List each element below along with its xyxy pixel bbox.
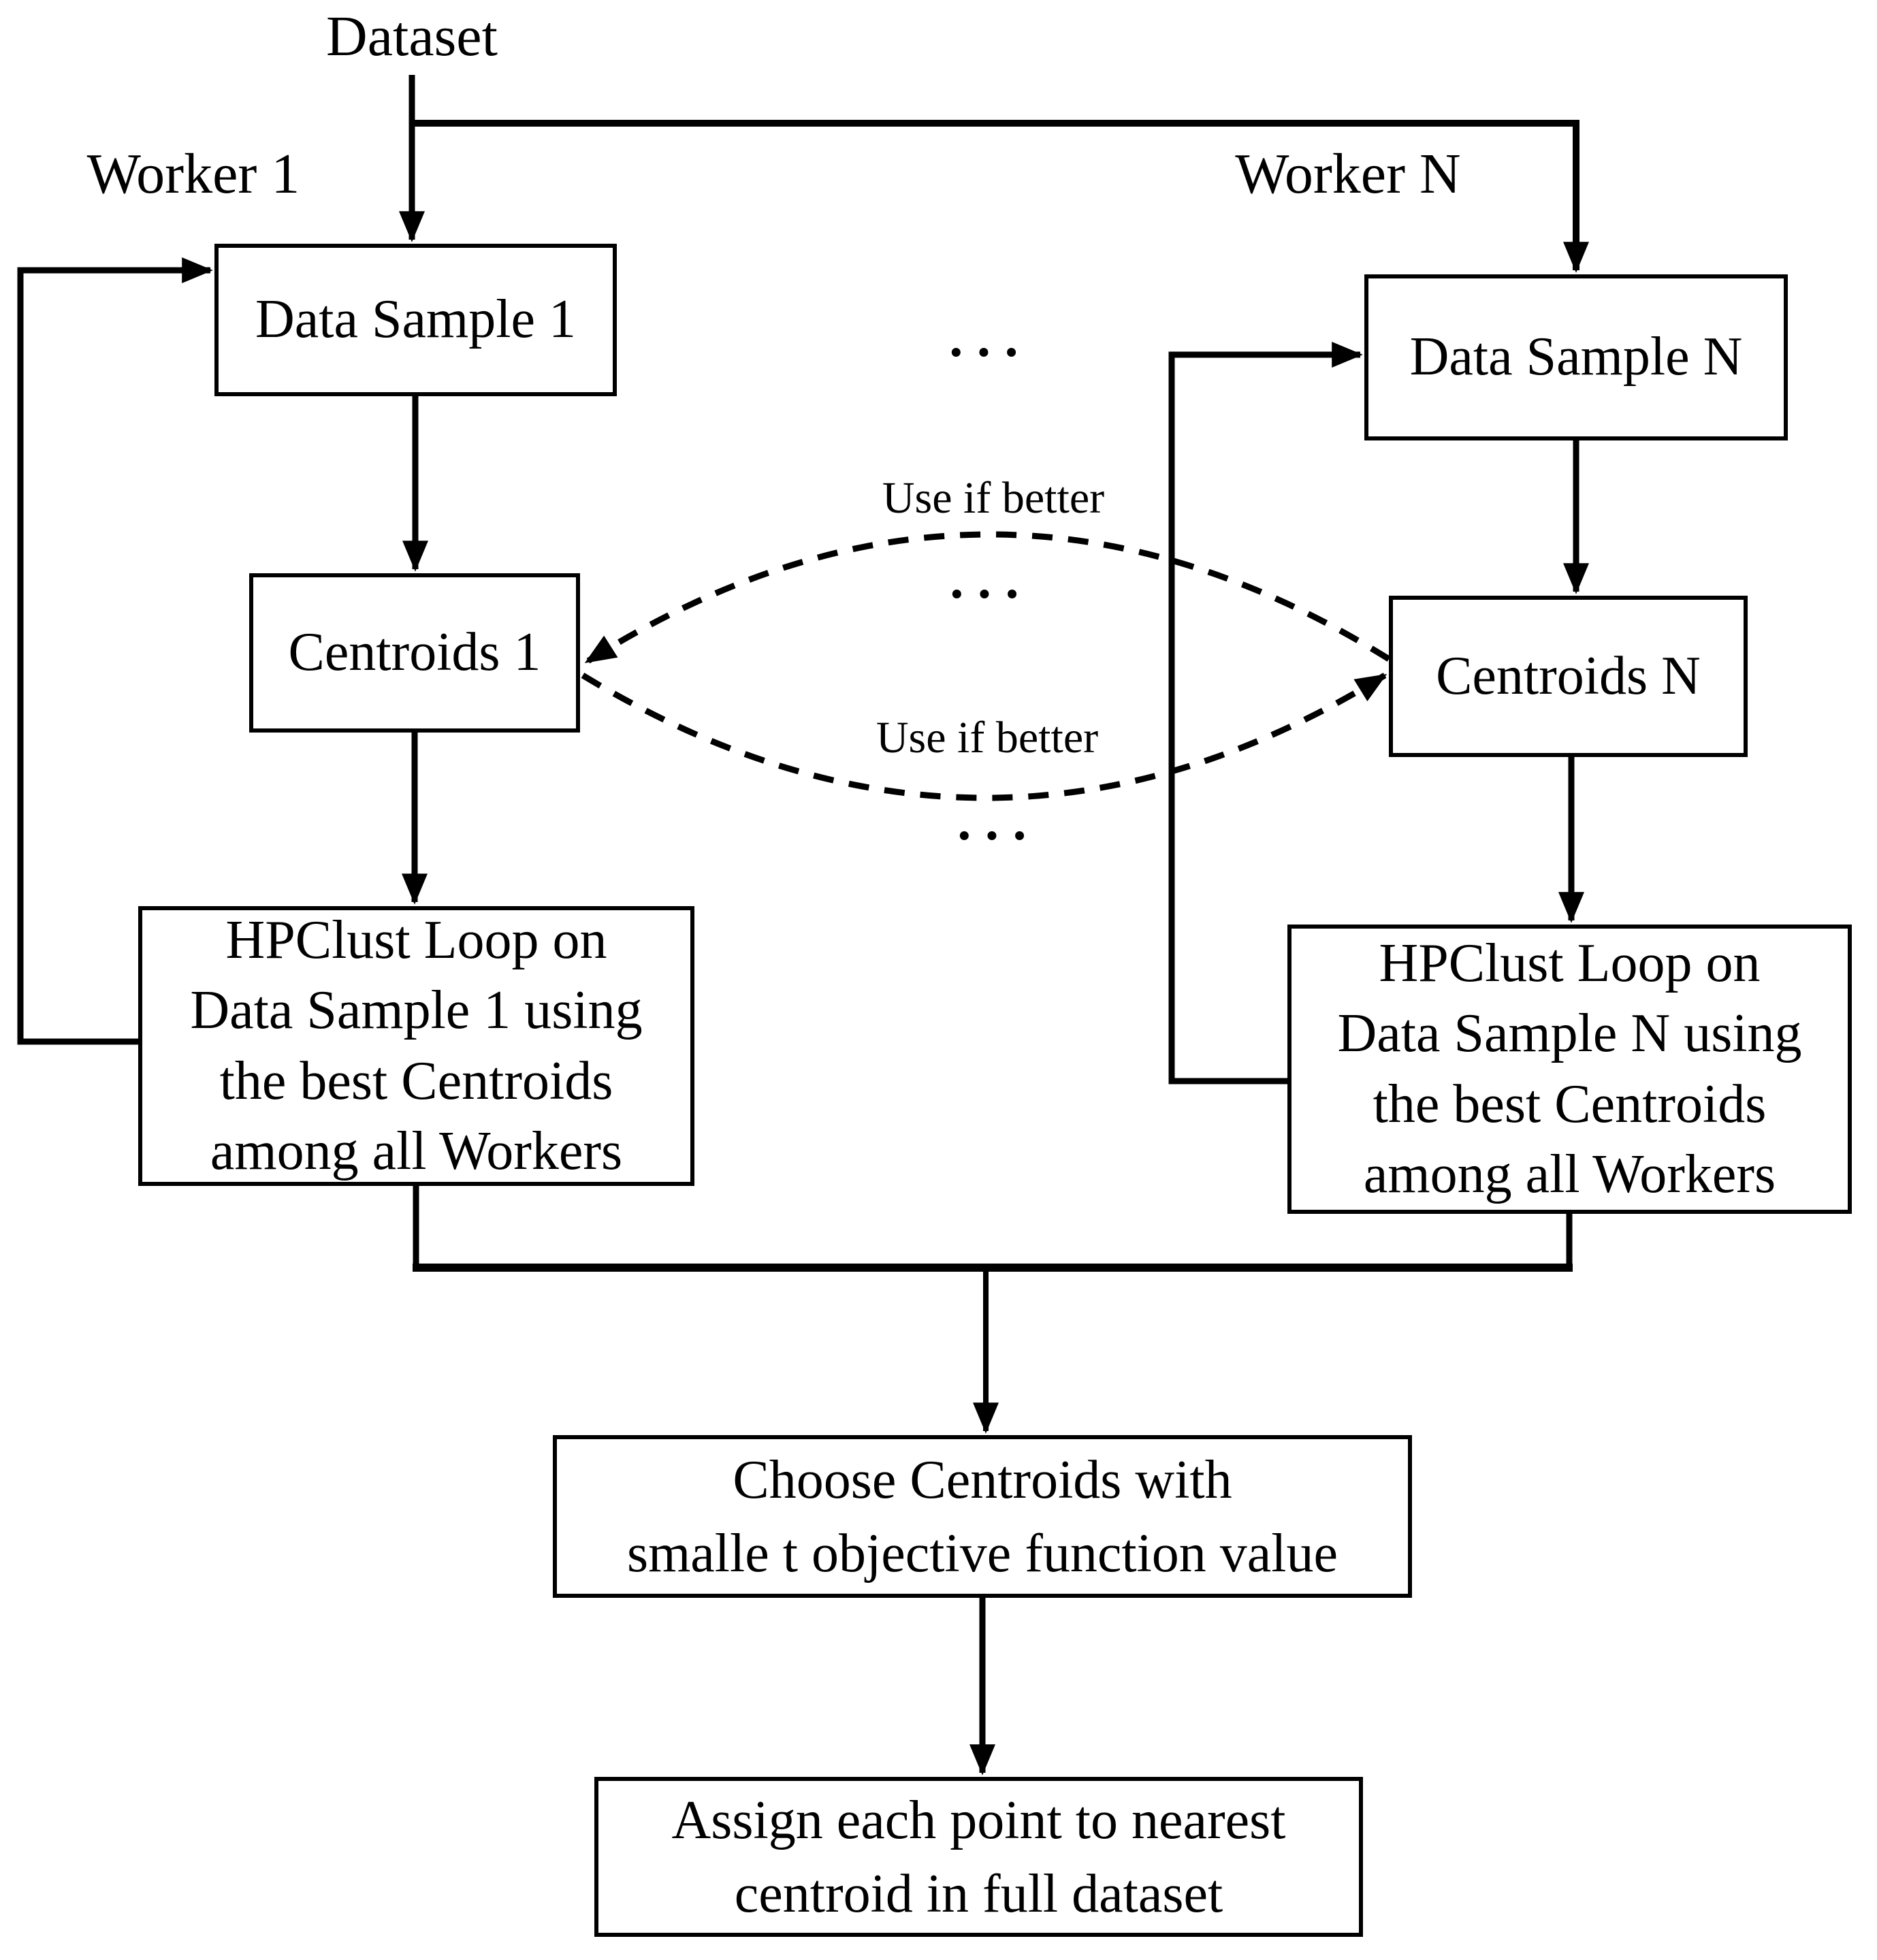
use-if-better-label-top: Use if better (882, 473, 1105, 523)
hpclust-loop-1-box: HPClust Loop on Data Sample 1 using the … (138, 906, 694, 1186)
worker-n-label: Worker N (1235, 142, 1461, 206)
hpclust-loop-n-box: HPClust Loop on Data Sample N using the … (1287, 925, 1852, 1214)
data-sample-1-box: Data Sample 1 (214, 244, 617, 396)
ellipsis-between-dashed-arrows: ··· (944, 552, 1027, 635)
ellipsis-between-data-samples: ··· (944, 310, 1027, 393)
choose-centroids-box: Choose Centroids with smalle t objective… (553, 1435, 1412, 1598)
worker-1-label: Worker 1 (86, 142, 300, 206)
data-sample-n-box: Data Sample N (1364, 274, 1788, 440)
dataset-label: Dataset (326, 5, 498, 68)
assign-points-box: Assign each point to nearest centroid in… (594, 1777, 1363, 1937)
use-if-better-label-bottom: Use if better (876, 713, 1099, 762)
centroids-n-box: Centroids N (1389, 596, 1748, 757)
ellipsis-below-dashed-arrows: ··· (952, 794, 1035, 877)
centroids-1-box: Centroids 1 (249, 573, 580, 733)
